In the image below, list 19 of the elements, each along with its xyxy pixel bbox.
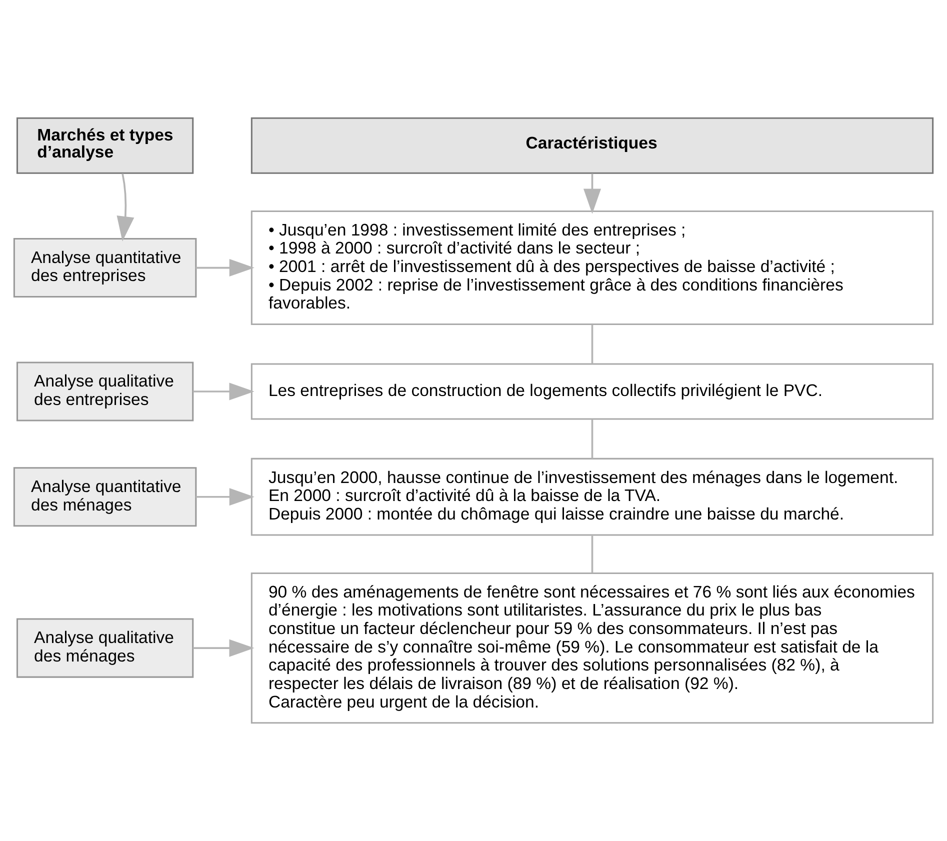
connector — [591, 324, 594, 364]
arrow — [196, 488, 254, 506]
node-box: 90 % des aménagements de fenêtre sont nécessaires et 76 % sont liés aux économies d’énergie : les motivations sont utilitaristes. L’assurance du prix le plus bas constitue un facteur déclencheur pour 59 % des consommateurs. Il n’est pas nécessaire de s’y connaître soi-même (59 %). Le consommateur est satisfait de la capacité des professionnels à trouver des solutions personnalisées (82 %), à respecter les délais de livraison (89 %) et de réalisation (92 %). Caractère peu urgent de la décision. — [250, 572, 934, 724]
connector — [591, 419, 594, 459]
node-box: Jusqu’en 2000, hausse continue de l’investissement des ménages dans le logement. En 2000 : surcroît d’activité dû à la baisse de la TVA. Depuis 2000 : montée du chômage qui laisse craindre une baisse du marché. — [250, 458, 934, 536]
arrow — [193, 639, 254, 657]
node-box: Marchés et types d’analyse — [16, 117, 194, 174]
node-box: Analyse qualitative des entreprises — [16, 362, 194, 422]
node-box: Analyse quantitative des ménages — [13, 467, 197, 527]
connector — [591, 536, 594, 573]
node-box: Caractéristiques — [250, 117, 934, 174]
node-box: Les entreprises de construction de logements collectifs privilégient le PVC. — [250, 363, 934, 420]
arrow — [193, 382, 254, 400]
arrow — [196, 259, 254, 277]
node-box: • Jusqu’en 1998 : investissement limité des entreprises ; • 1998 à 2000 : surcroît d’activité dans le secteur ; • 2001 : arrêt de l’investissement dû à des perspectives de baisse d’activité ; • Depuis 2002 : reprise de l’investissement grâce à des conditions financières favorables. — [250, 210, 934, 326]
arrow — [583, 174, 602, 214]
node-box: Analyse qualitative des ménages — [16, 618, 194, 678]
node-box: Analyse quantitative des entreprises — [13, 238, 197, 298]
arrow — [116, 173, 134, 242]
